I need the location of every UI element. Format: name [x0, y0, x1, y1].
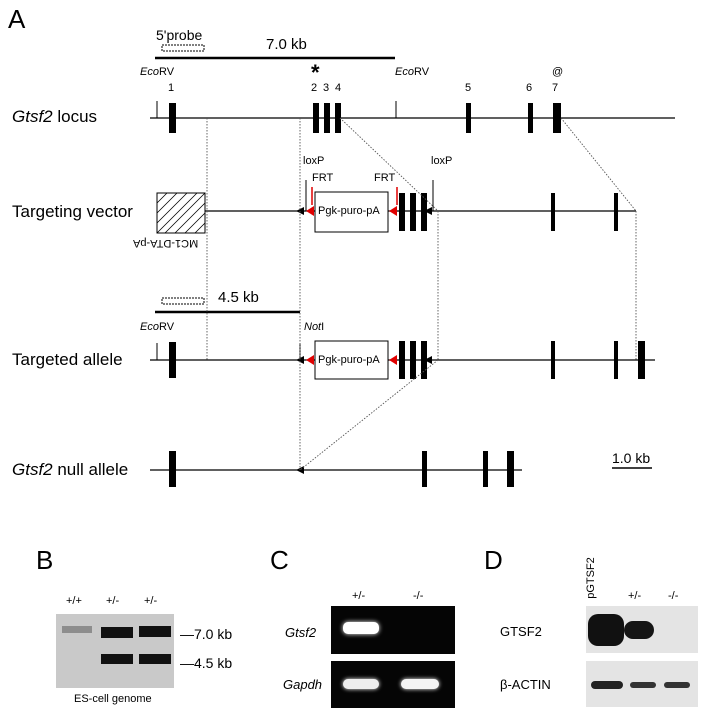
western-blot-actin — [586, 661, 698, 707]
exon-1 — [169, 103, 176, 133]
blot-size-7kb: —7.0 kb — [180, 626, 233, 642]
ecorv-label-2: EcoRV — [395, 66, 430, 78]
frt-arrow-2 — [389, 206, 397, 216]
cassette-label-vector: Pgk-puro-pA — [318, 205, 380, 217]
exon-number-6: 6 — [526, 82, 533, 94]
row-label-locus: Gtsf2 locus — [12, 107, 98, 126]
loxp-label-2: loxP — [431, 155, 453, 167]
loxp-label-1: loxP — [303, 155, 325, 167]
probe-box-top — [161, 44, 205, 52]
noti-label: NotI — [304, 321, 325, 333]
exon-3 — [324, 103, 330, 133]
ecorv-label-1: EcoRV — [140, 66, 175, 78]
dta-hatch — [156, 192, 206, 234]
asterisk-mark: * — [311, 60, 320, 85]
puro-cassette-vector — [314, 191, 389, 233]
exon-number-2: 2 — [311, 82, 318, 94]
panel-b-label: B — [36, 545, 54, 575]
row-label-vector: Targeting vector — [12, 202, 133, 221]
panel-d-label: D — [484, 545, 503, 575]
puro-cassette-targeted — [314, 340, 389, 380]
panel-c-label: C — [270, 545, 289, 575]
southern-blot — [56, 614, 174, 688]
targeted-exon-1 — [169, 342, 176, 378]
panel-d-protein-2: β-ACTIN — [500, 677, 551, 692]
exon-number-3: 3 — [323, 82, 330, 94]
pcr-gel-gapdh — [331, 661, 455, 708]
panel-b-lane-3: +/- — [144, 595, 158, 607]
cassette-label-targeted: Pgk-puro-pA — [318, 354, 380, 366]
exon-number-4: 4 — [335, 82, 342, 94]
western-blot-gtsf2 — [586, 606, 698, 653]
exon-2 — [313, 103, 319, 133]
vector-exon-5 — [551, 193, 555, 231]
panel-d-lane-1: pGTSF2 — [584, 557, 597, 599]
ecorv-label-3: EcoRV — [140, 321, 175, 333]
vector-exon-6 — [614, 193, 618, 231]
panel-b-caption: ES-cell genome — [74, 693, 152, 705]
probe-label-top: 5'probe — [156, 27, 203, 43]
at-mark: @ — [552, 66, 564, 78]
panel-d-protein-1: GTSF2 — [500, 624, 542, 639]
exon-6 — [528, 103, 533, 133]
row-label-targeted: Targeted allele — [12, 350, 123, 369]
panel-c-gene-2: Gapdh — [283, 677, 323, 692]
frt-label-1: FRT — [312, 172, 334, 184]
panel-a-label: A — [8, 4, 26, 34]
panel-c-lane-1: +/- — [352, 590, 366, 602]
dta-box — [156, 192, 206, 234]
probe-box-bottom — [161, 297, 205, 305]
panel-b-lane-2: +/- — [106, 595, 120, 607]
vector-exon-2 — [399, 193, 405, 231]
exon-number-1: 1 — [168, 82, 175, 94]
panel-b-lane-1: +/+ — [66, 595, 82, 607]
vector-exon-3 — [410, 193, 416, 231]
alignment-lines — [206, 117, 637, 471]
panel-c-lane-2: -/- — [413, 590, 424, 602]
row-label-null: Gtsf2 null allele — [12, 460, 129, 479]
loxp-arrow-2 — [424, 207, 432, 215]
panel-c-gene-1: Gtsf2 — [285, 625, 317, 640]
exon-5 — [466, 103, 471, 133]
dta-label: MC1-DTA-pA — [133, 237, 199, 249]
exon-7 — [553, 103, 561, 133]
exon-4 — [335, 103, 341, 133]
vector-exon-4 — [421, 193, 427, 231]
panel-d-lane-2: +/- — [628, 590, 642, 602]
pcr-gel-gtsf2 — [331, 606, 455, 654]
fragment-7kb-label: 7.0 kb — [266, 36, 307, 53]
frt-arrow-1 — [306, 206, 314, 216]
frt-label-2: FRT — [374, 172, 396, 184]
scale-bar-label: 1.0 kb — [612, 450, 651, 466]
panel-d-lane-3: -/- — [668, 590, 679, 602]
blot-size-4-5kb: —4.5 kb — [180, 655, 233, 671]
exon-number-5: 5 — [465, 82, 472, 94]
exon-number-7: 7 — [552, 82, 559, 94]
fragment-4-5kb-label: 4.5 kb — [218, 289, 259, 306]
